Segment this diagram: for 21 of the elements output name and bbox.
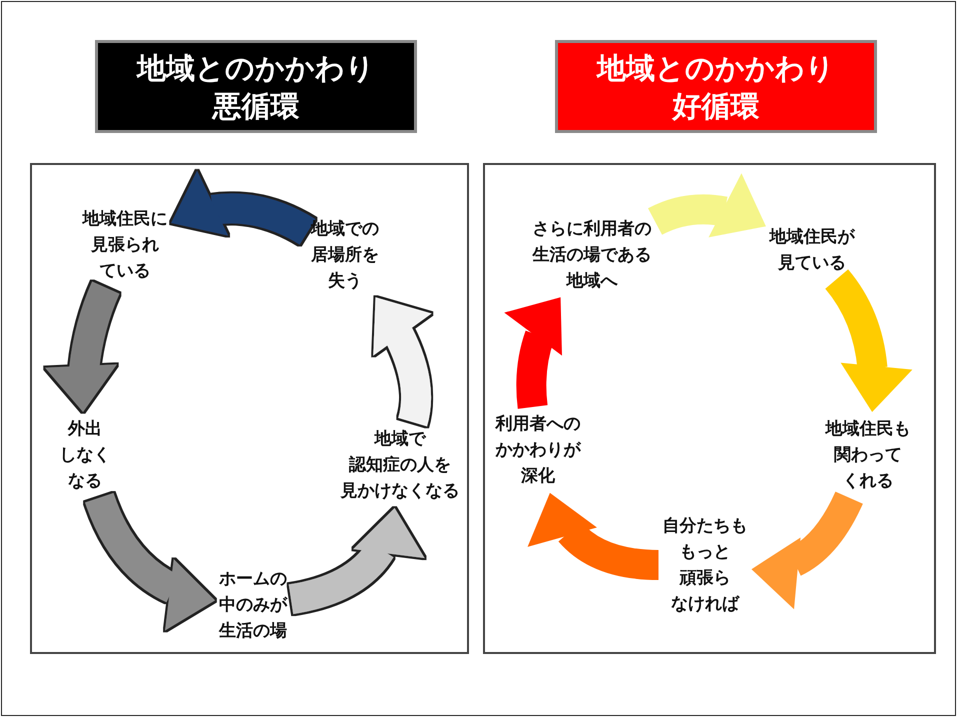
step-text: 外出しなくなる (60, 416, 110, 494)
step-text: 地域での居場所を失う (311, 216, 379, 294)
step-text: 地域で認知症の人を見かけなくなる (340, 426, 460, 504)
step-text: 地域住民が見ている (770, 224, 854, 276)
step-text: さらに利用者の生活の場である地域へ (532, 216, 652, 294)
title-box (95, 40, 417, 133)
block-arrow (288, 505, 422, 614)
step-text: 地域住民も関わってくれる (826, 416, 910, 494)
block-arrow (750, 491, 863, 607)
title-text: 地域とのかかわり悪循環 (137, 50, 375, 124)
step-text: 利用者へのかかわりが深化 (496, 411, 580, 489)
panel-frame (483, 163, 936, 654)
step-text: ホームの中のみが生活の場 (219, 566, 287, 644)
block-arrow (824, 270, 912, 414)
step-text: 自分たちももっと頑張らなければ (662, 513, 748, 617)
block-arrow (85, 492, 218, 628)
title-box (555, 40, 877, 133)
title-text: 地域とのかかわり好循環 (597, 50, 835, 124)
block-arrow (46, 282, 120, 412)
panel-frame (30, 163, 469, 654)
step-text: 地域住民に見張られている (82, 206, 168, 284)
